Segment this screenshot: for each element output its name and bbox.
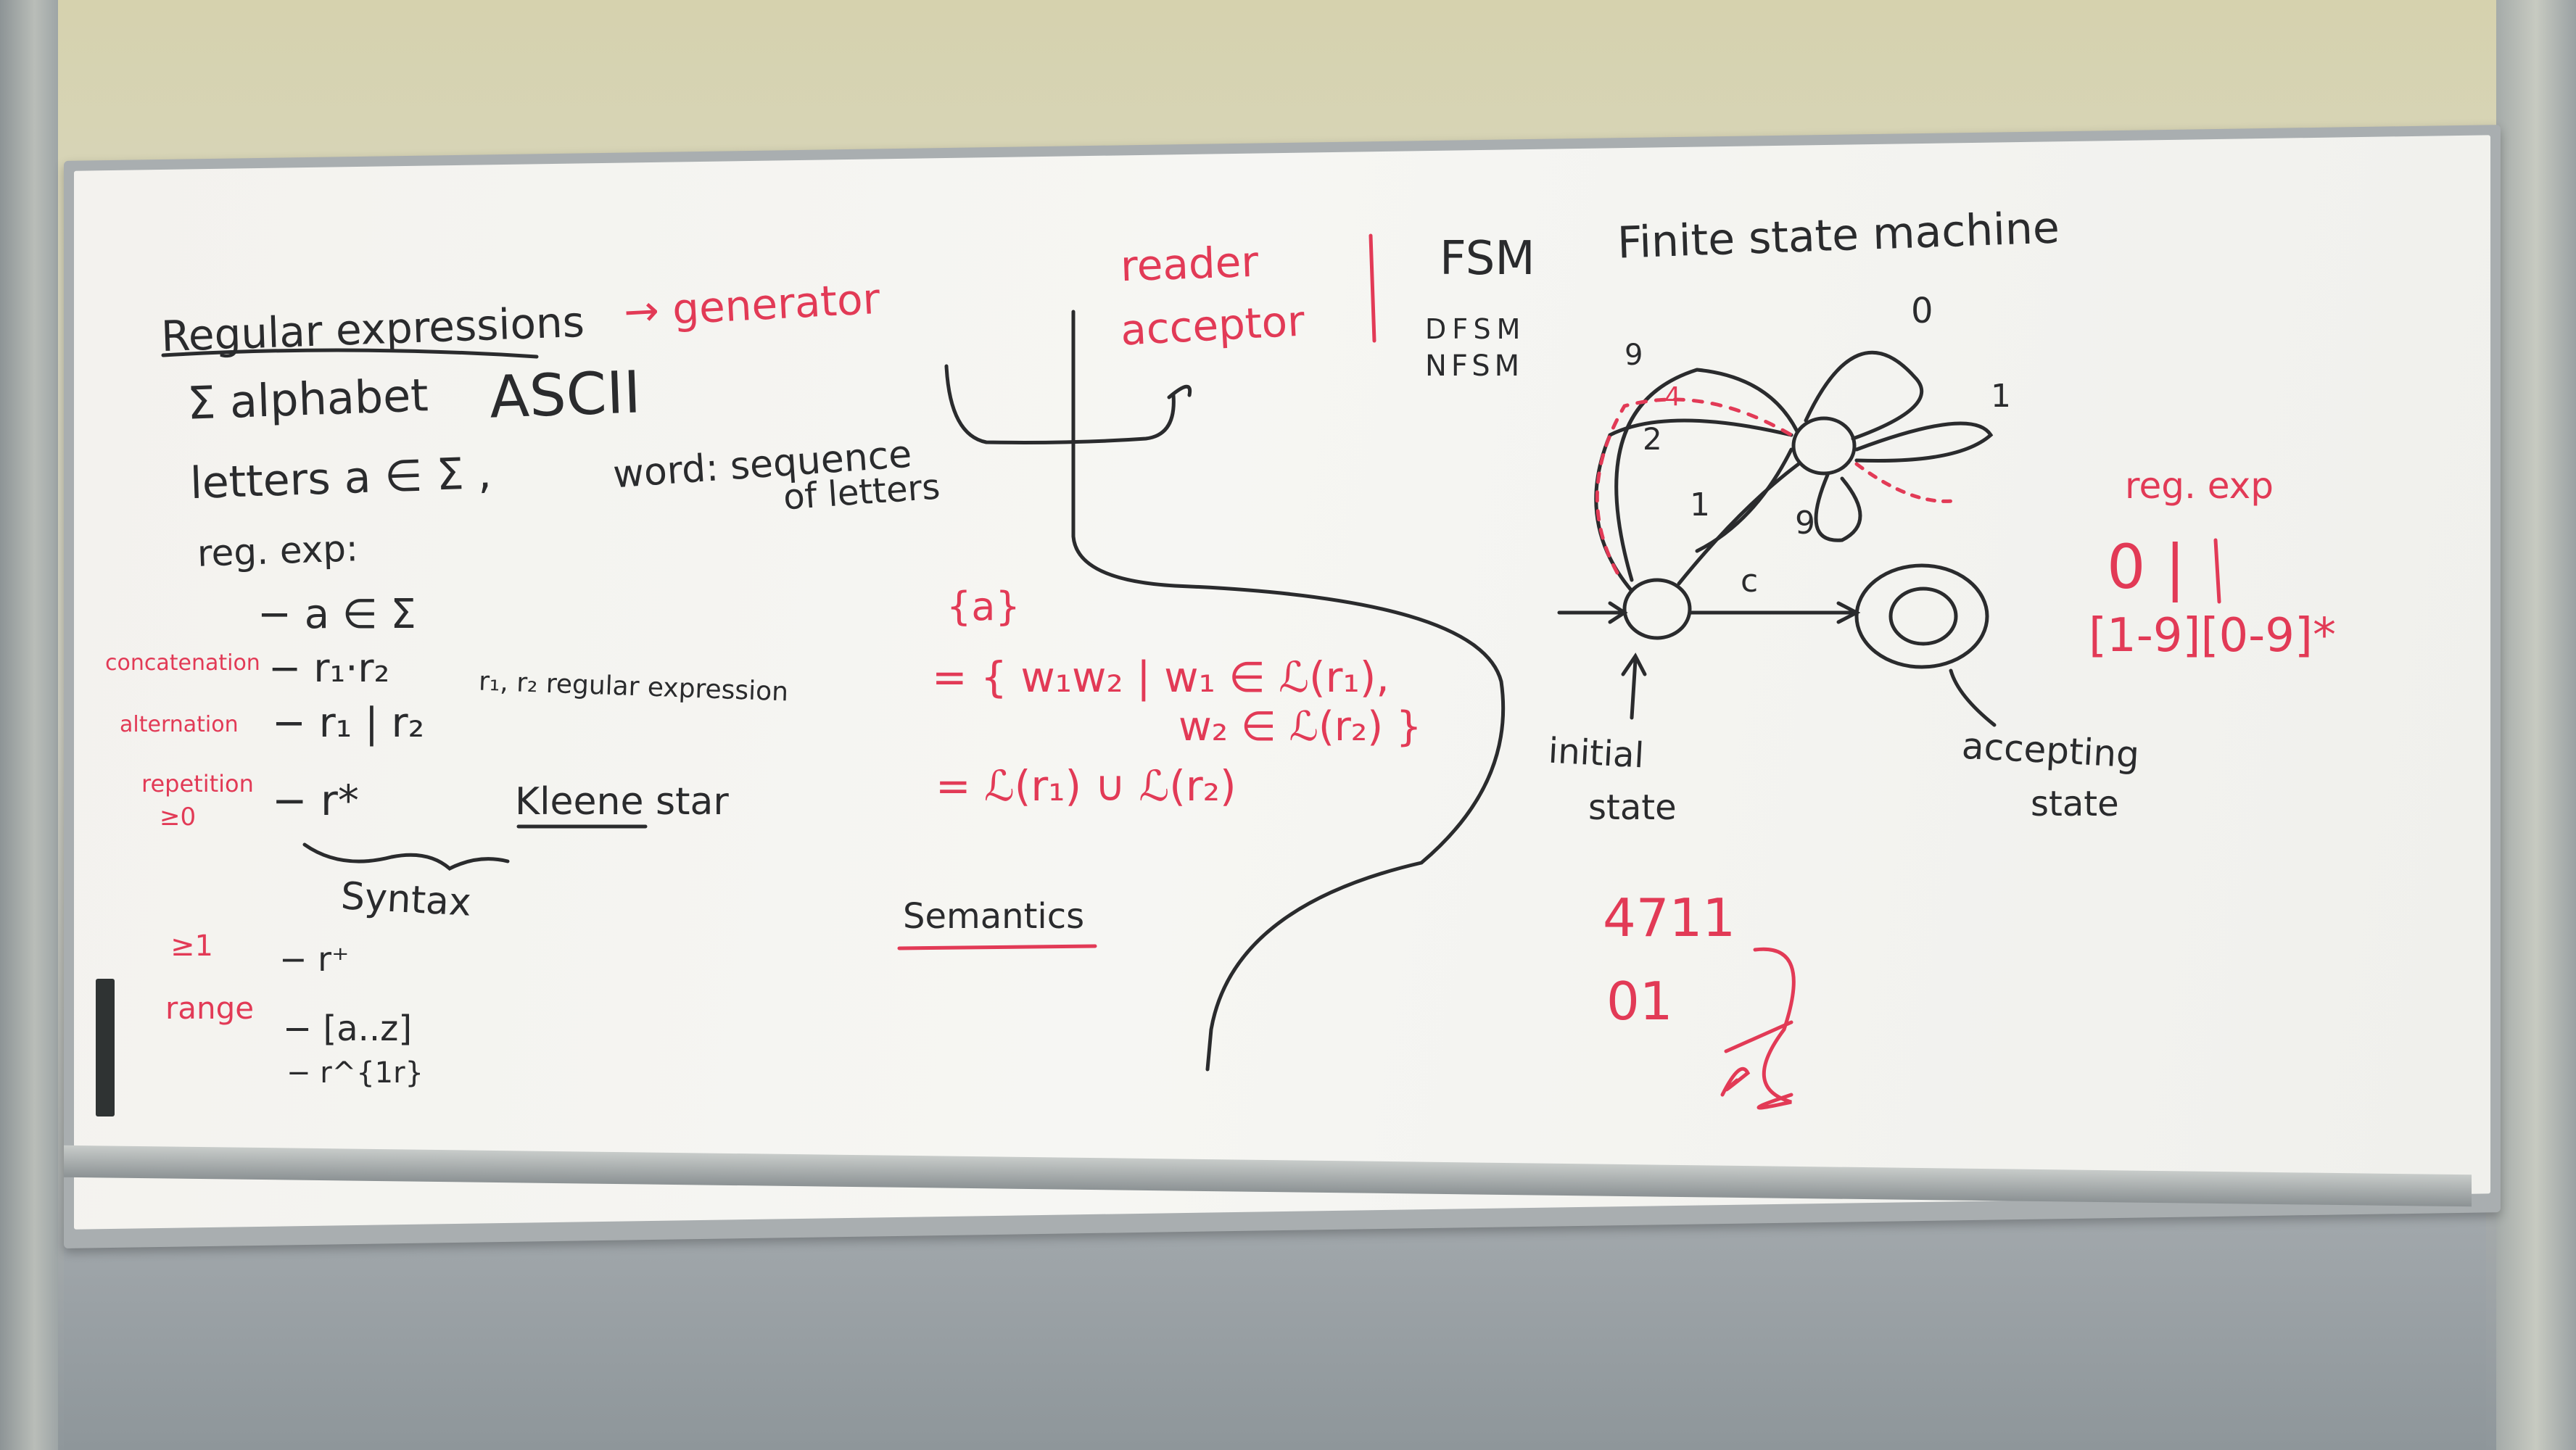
dfsm-label: DFSM [1425,313,1527,345]
nfsm-label: NFSM [1425,349,1524,383]
range-label: range [165,990,255,1026]
repetition-label: repetition [141,770,254,798]
initial-state-node [1622,578,1692,640]
of-letters-label: of letters [782,466,942,518]
item-kleene-star: − r* [272,776,359,825]
equation-line-2: w₂ ∈ ℒ(r₂) } [1178,703,1422,750]
item-plus: − r⁺ [279,940,350,979]
transition-label-c: c [1741,563,1759,600]
zero-or-more-label: ≥0 [160,803,197,832]
example-number-4711: 4711 [1603,887,1736,948]
concatenation-label: concatenation [105,650,260,676]
loop-state-node [1791,416,1857,476]
accepting-label: accepting [1960,724,2141,776]
example-number-01: 01 [1606,971,1673,1032]
equation-line-1: = { w₁w₂ | w₁ ∈ ℒ(r₁), [932,652,1390,702]
initial-state-label: state [1588,787,1677,828]
syntax-label: Syntax [339,874,473,925]
transition-label-9-top: 9 [1625,339,1643,372]
semantics-label: Semantics [903,896,1085,937]
transition-label-2: 2 [1643,421,1662,457]
accepting-state-outer [1854,563,1989,669]
accepting-state-inner [1888,587,1958,646]
generator-label: → generator [622,273,881,337]
initial-label: initial [1547,730,1646,776]
item-range: − [a..z] [283,1008,413,1049]
wall-frame-left [0,0,58,1450]
wall-below-board [64,1204,2486,1450]
letters-label: letters a ∈ Σ , [189,447,492,510]
item-letter: − a ∈ Σ [257,591,416,638]
wall-frame-right [2496,0,2576,1450]
regex-zero-alternative: 0 | [2107,531,2186,602]
ascii-label: ASCII [488,358,643,431]
syntax-brace [302,842,510,871]
one-or-more-label: ≥1 [170,929,213,963]
transition-label-0: 0 [1911,291,1933,331]
item-alternation: − r₁ | r₂ [272,700,425,747]
reg-exp-label: reg. exp: [197,527,359,575]
reg-exp-example-label: reg. exp [2125,465,2274,507]
board-divider-curve [1071,310,1506,1072]
fsm-label: FSM [1440,232,1535,286]
set-a: {a} [946,584,1020,629]
board-eraser [96,979,115,1116]
transition-label-4: 4 [1664,382,1681,412]
semantics-underline [897,944,1097,950]
accepting-state-label: state [2031,784,2119,824]
equation-line-3: = ℒ(r₁) ∪ ℒ(r₂) [936,761,1237,811]
acceptor-bracket [944,364,1176,444]
transition-label-1-right: 1 [1991,378,2011,415]
acceptor-label: acceptor [1119,296,1306,355]
title-underline [161,348,539,359]
transition-label-9-bottom: 9 [1795,505,1815,542]
item-concatenation: − r₁·r₂ [268,645,390,691]
regex-digits: [1-9][0-9]* [2089,609,2336,663]
reader-label: reader [1119,236,1260,291]
alphabet-label: Σ alphabet [186,368,429,430]
transition-label-1-mid: 1 [1690,486,1710,523]
kleene-star-label: Kleene star [515,780,729,824]
alternation-label: alternation [120,712,239,737]
item-power: − r^{1r} [286,1056,424,1090]
